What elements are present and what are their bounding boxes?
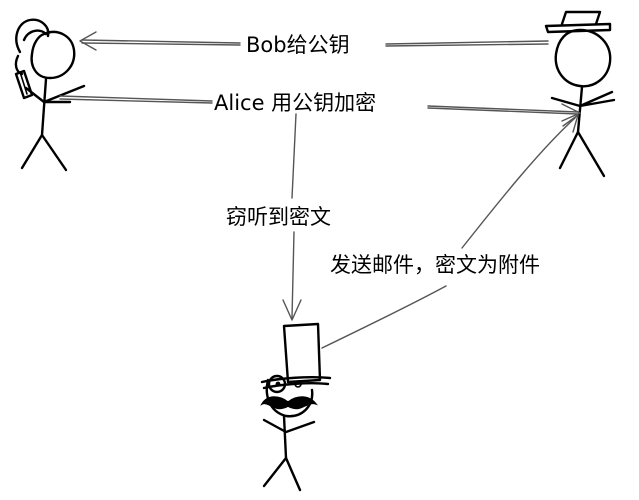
label-bob-gives-key: Bob给公钥 [246,33,350,57]
label-send-mail: 发送邮件，密文为附件 [330,253,540,277]
alice-figure [14,18,86,172]
alice-body [40,77,48,137]
bob-legs [558,130,606,178]
spy-body [282,414,288,460]
spy-arms [262,418,316,434]
alice-phone-icon [14,69,34,100]
spy-monocle-icon [267,374,302,394]
alice-legs [20,133,68,172]
label-eavesdrop: 窃听到密文 [226,205,331,229]
bob-body [576,85,584,134]
arrow-spy-to-bob [321,114,579,349]
bob-arms [550,90,616,108]
alice-head [30,30,76,80]
spy-mustache-icon [260,396,319,410]
label-alice-encrypts: Alice 用公钥加密 [214,91,376,115]
spy-legs [262,456,302,492]
arrow-alice-to-bob [59,95,581,122]
arrow-eavesdrop [282,113,302,321]
alice-arms [24,84,86,104]
bob-head [554,28,612,88]
bob-figure [544,10,616,178]
spy-figure [260,322,332,492]
arrow-bob-to-alice [79,31,549,51]
